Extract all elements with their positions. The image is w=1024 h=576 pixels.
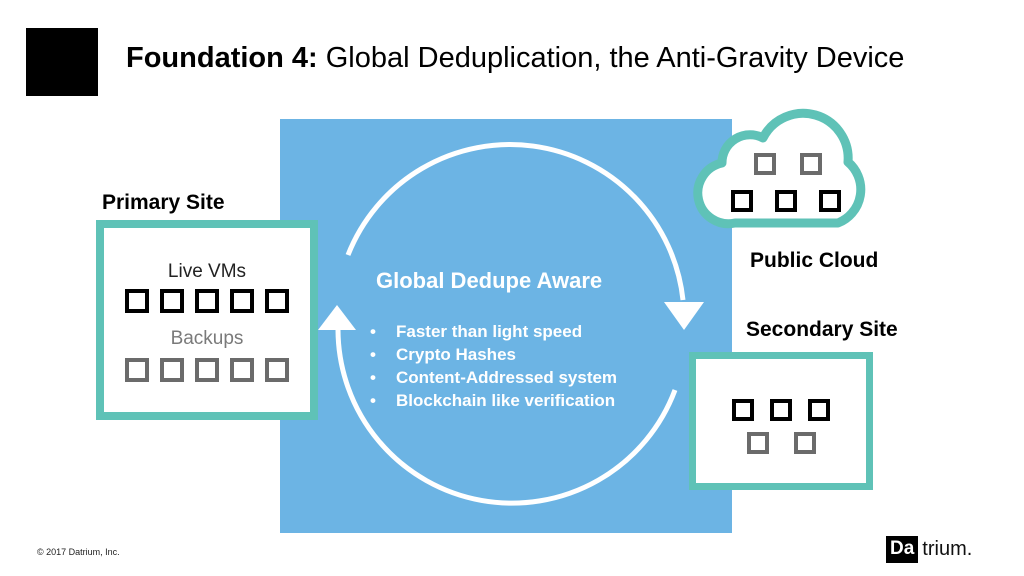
live-vms-blocks: [104, 289, 310, 313]
bullet-item: Blockchain like verification: [370, 389, 617, 412]
backups-label: Backups: [170, 328, 244, 349]
top-arc-arrow: [345, 142, 686, 301]
live-vm-block: [230, 289, 254, 313]
bullet-item: Faster than light speed: [370, 320, 617, 343]
bullet-item: Content-Addressed system: [370, 366, 617, 389]
live-vms-label: Live VMs: [167, 261, 247, 282]
live-vm-block: [125, 289, 149, 313]
cloud-blocks-bottom: [731, 190, 841, 212]
backup-block: [265, 358, 289, 382]
brand-logo: Da trium.: [886, 536, 972, 563]
live-vm-block: [160, 289, 184, 313]
backup-block: [125, 358, 149, 382]
secondary-site-label: Secondary Site: [746, 318, 898, 341]
bottom-arrowhead-icon: [318, 305, 356, 330]
dedupe-bullet-list: Faster than light speed Crypto Hashes Co…: [370, 320, 617, 412]
cloud-block: [800, 153, 822, 175]
secondary-blocks-top: [696, 399, 866, 421]
live-vm-block: [195, 289, 219, 313]
brand-highlight: Da: [886, 536, 919, 563]
title-rest: Global Deduplication, the Anti-Gravity D…: [325, 42, 905, 74]
secondary-blocks-bottom: [696, 432, 866, 454]
cloud-block: [731, 190, 753, 212]
title-bold: Foundation 4:: [126, 42, 318, 74]
backup-block: [160, 358, 184, 382]
logo-block: [26, 28, 98, 96]
primary-site-box: Live VMs Backups: [96, 220, 318, 420]
copyright-text: © 2017 Datrium, Inc.: [37, 547, 120, 557]
secondary-block: [732, 399, 754, 421]
primary-site-label: Primary Site: [102, 191, 225, 214]
secondary-block: [793, 432, 816, 454]
brand-rest: trium.: [922, 538, 973, 560]
page-title: Foundation 4: Global Deduplication, the …: [126, 42, 904, 75]
backup-block: [195, 358, 219, 382]
secondary-site-box: [689, 352, 873, 490]
dedupe-title: Global Dedupe Aware: [376, 268, 603, 293]
cloud-block: [819, 190, 841, 212]
secondary-block: [770, 399, 792, 421]
backup-block: [230, 358, 254, 382]
cloud-block: [754, 153, 776, 175]
secondary-block: [746, 432, 769, 454]
cloud-blocks-top: [754, 153, 822, 175]
bottom-arc-arrow: [335, 329, 678, 506]
live-vm-block: [265, 289, 289, 313]
bullet-item: Crypto Hashes: [370, 343, 617, 366]
backup-blocks: [104, 358, 310, 382]
top-arrowhead-icon: [664, 302, 704, 330]
public-cloud-label: Public Cloud: [750, 249, 879, 272]
secondary-block: [808, 399, 830, 421]
cloud-block: [775, 190, 797, 212]
